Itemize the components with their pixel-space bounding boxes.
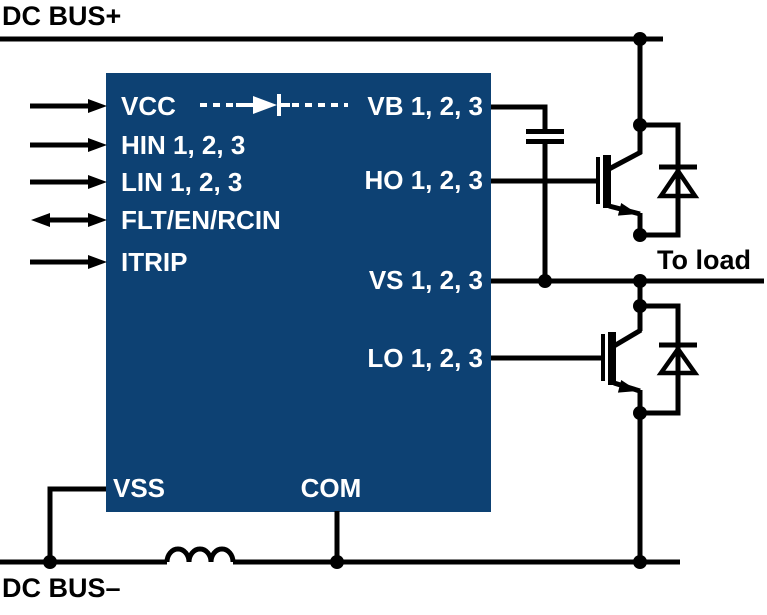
junction-dot-bus-plus <box>633 32 647 46</box>
junction-dots <box>43 32 647 569</box>
diode-triangle <box>656 345 700 376</box>
emitter-arrow-icon <box>617 380 638 393</box>
junction-dot-emitter-bus <box>633 555 647 569</box>
junction-dot-low-emitter <box>633 406 647 420</box>
arrow-head-icon <box>88 255 107 269</box>
arrow-head-icon <box>88 175 107 189</box>
input-arrow-lin <box>30 175 107 189</box>
pin-label-vcc: VCC <box>121 91 176 121</box>
vb-wire <box>491 104 548 129</box>
pin-label-itrip: ITRIP <box>121 247 187 277</box>
pin-label-com: COM <box>301 473 362 503</box>
collector-diagonal <box>607 149 643 172</box>
input-arrow-vcc <box>30 99 107 113</box>
arrow-head-icon <box>88 138 107 152</box>
emitter-arrow-icon <box>617 203 638 216</box>
bootstrap-capacitor-icon <box>526 129 564 144</box>
junction-dot-cap-vs <box>538 274 552 288</box>
junction-dot-com-bus <box>330 555 344 569</box>
junction-dot-high-emitter <box>633 228 647 242</box>
diode-branch-wire <box>640 303 681 416</box>
series-inductor-icon <box>164 546 236 563</box>
pin-label-flt-en-rcin: FLT/EN/RCIN <box>121 205 281 235</box>
diode-triangle <box>253 96 277 114</box>
low-side-freewheel-diode-icon <box>640 303 700 416</box>
pin-label-lo: LO 1, 2, 3 <box>367 343 483 373</box>
junction-dot-low-collector <box>633 299 647 313</box>
to-load-label: To load <box>657 245 751 275</box>
arrow-head-left-icon <box>31 213 50 227</box>
vss-return-wire <box>47 486 106 562</box>
junction-dot-vss-bus <box>43 555 57 569</box>
pin-label-hin: HIN 1, 2, 3 <box>121 130 245 160</box>
diode-triangle <box>656 166 700 199</box>
high-side-igbt-icon <box>596 125 643 235</box>
pin-label-ho: HO 1, 2, 3 <box>365 165 484 195</box>
collector-diagonal <box>612 327 643 349</box>
bidirectional-arrow-flt <box>31 213 107 227</box>
input-arrow-hin <box>30 138 107 152</box>
junction-dot-vs-node <box>633 274 647 288</box>
pin-label-vss: VSS <box>113 473 165 503</box>
junction-dot-high-collector <box>633 118 647 132</box>
gate-driver-ic-body <box>106 73 491 512</box>
bootstrap-diode-icon <box>200 94 348 116</box>
diode-branch-wire <box>640 122 681 238</box>
arrow-head-right-icon <box>88 213 107 227</box>
pin-label-lin: LIN 1, 2, 3 <box>121 167 242 197</box>
dc-bus-plus-label: DC BUS+ <box>2 1 121 31</box>
low-side-igbt-icon <box>601 306 643 413</box>
dc-bus-minus-label: DC BUS– <box>2 573 121 603</box>
pin-label-vs: VS 1, 2, 3 <box>369 265 483 295</box>
arrow-head-icon <box>88 99 107 113</box>
high-side-freewheel-diode-icon <box>640 122 700 238</box>
pin-label-vb: VB 1, 2, 3 <box>367 91 483 121</box>
input-arrow-itrip <box>30 255 107 269</box>
